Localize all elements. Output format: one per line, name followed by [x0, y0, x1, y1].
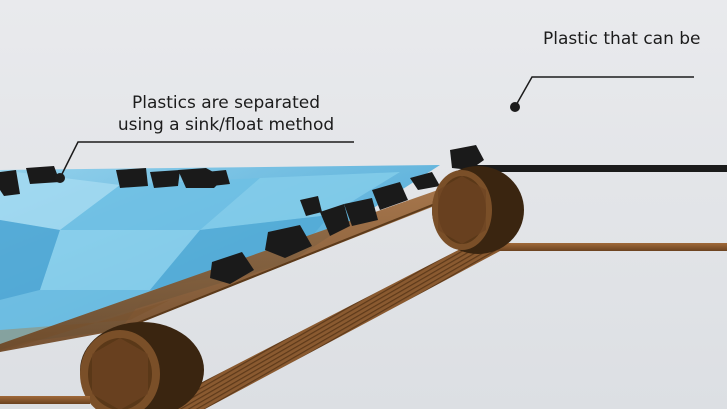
sink-float-caption: Plastics are separated using a sink/floa… — [96, 92, 356, 136]
lower-left-belt — [0, 396, 90, 404]
floating-plastic-caption: Plastic that can be — [543, 29, 701, 49]
sink-float-line2: using a sink/float method — [117, 115, 335, 135]
leader-lines — [59, 76, 694, 179]
inclined-belt-lower — [150, 244, 500, 409]
belt-edge — [119, 189, 471, 331]
leader-dot-floating — [510, 102, 520, 112]
leader-line-floating — [514, 76, 694, 108]
upper-belt — [470, 165, 727, 251]
floating-plastics — [0, 166, 230, 196]
sink-float-line1: Plastics are separated — [132, 93, 320, 113]
leader-dot-sink-float — [55, 173, 65, 183]
upper-roller — [432, 166, 524, 254]
lower-roller — [80, 322, 204, 409]
sinking-plastics — [210, 145, 484, 284]
leader-line-sink-float — [59, 141, 354, 179]
